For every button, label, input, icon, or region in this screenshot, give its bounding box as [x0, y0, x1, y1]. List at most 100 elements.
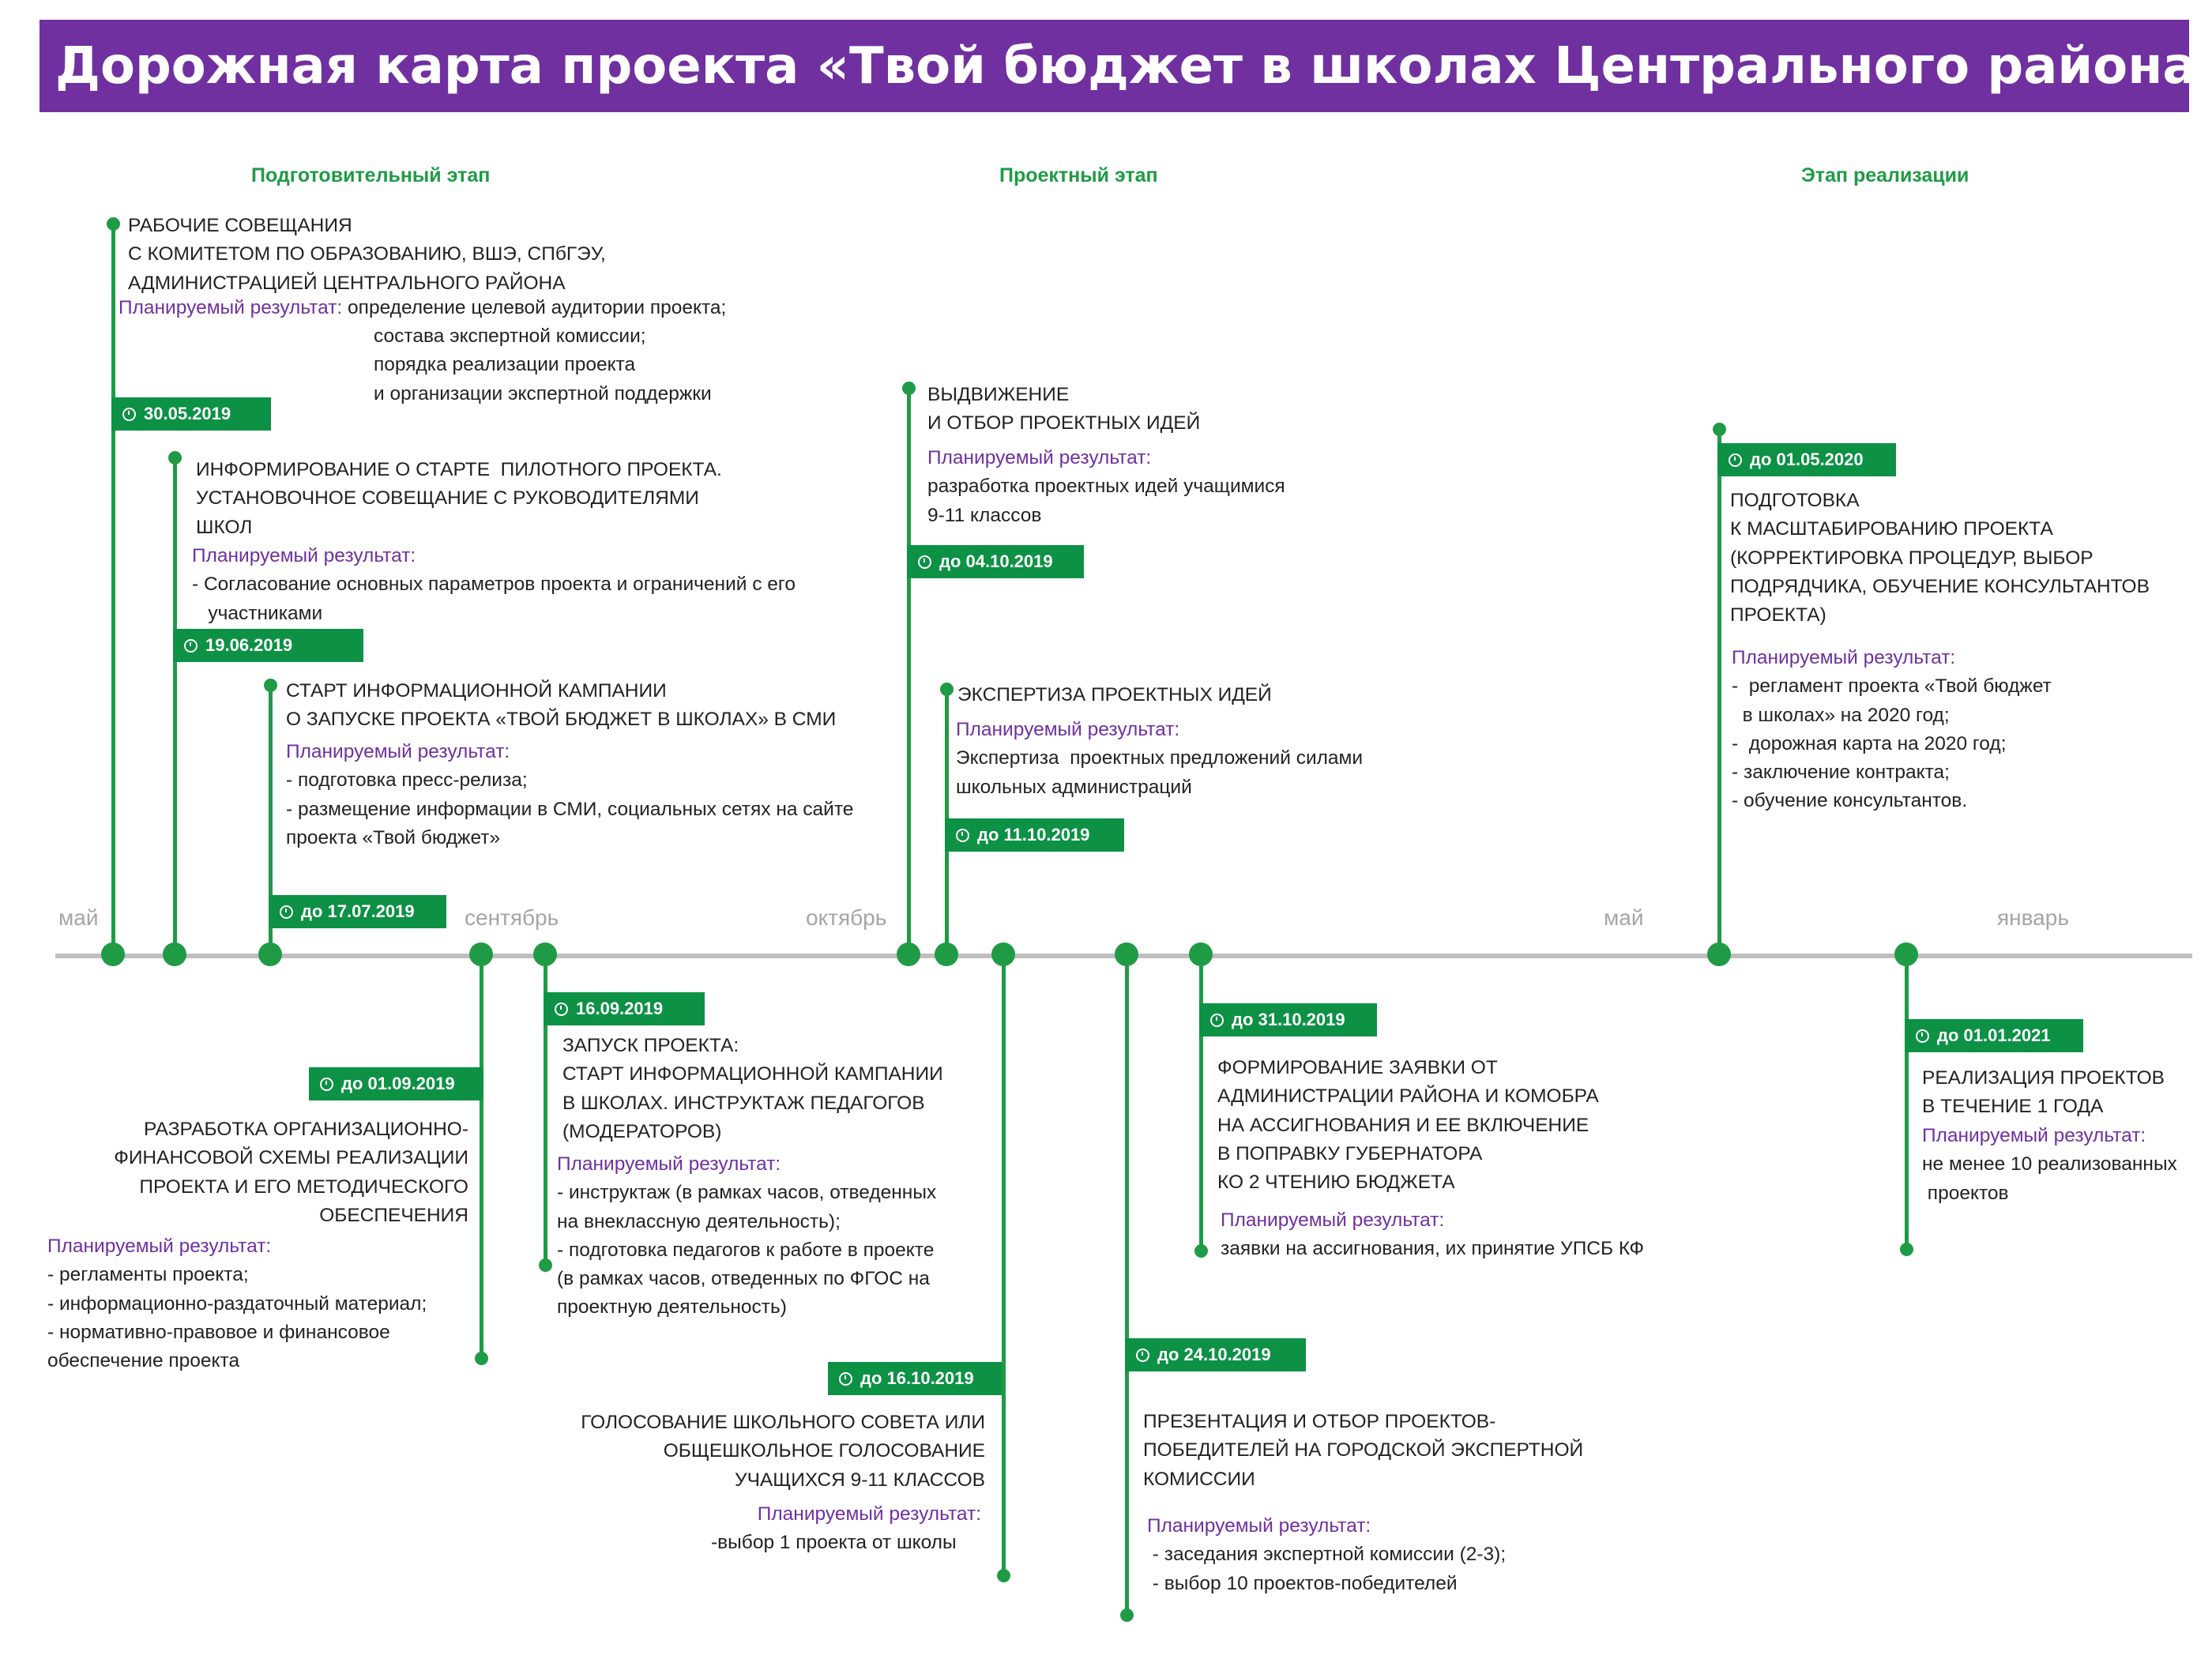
date-text: 19.06.2019: [205, 635, 293, 655]
date-text: 30.05.2019: [144, 404, 231, 423]
event-stem: [111, 224, 115, 951]
event-stem: [1905, 953, 1909, 1249]
milestone-dot: [533, 942, 557, 966]
event-stem: [269, 686, 273, 951]
date-badge: до 16.10.2019: [828, 1362, 1002, 1395]
event-result: Планируемый результат: - подготовка прес…: [286, 738, 853, 852]
clock-icon: [1136, 1348, 1149, 1362]
phase-label-preparatory: Подготовительный этап: [251, 164, 491, 186]
event-stem: [1199, 953, 1203, 1251]
event-result: Планируемый результат: - заседания экспе…: [1147, 1512, 1506, 1598]
date-badge: до 17.07.2019: [269, 895, 446, 928]
event-result: Планируемый результат: определение целев…: [118, 297, 727, 318]
milestone-dot: [897, 942, 920, 966]
clock-icon: [1210, 1013, 1224, 1027]
milestone-dot: [1189, 942, 1213, 966]
milestone-dot: [163, 942, 186, 966]
milestone-dot: [1707, 942, 1731, 966]
date-text: до 31.10.2019: [1232, 1010, 1345, 1029]
event-heading: ЗАПУСК ПРОЕКТА:СТАРТ ИНФОРМАЦИОННОЙ КАМП…: [562, 1035, 943, 1142]
page-title: Дорожная карта проекта «Твой бюджет в шк…: [55, 36, 2212, 96]
event-heading: РАЗРАБОТКА ОРГАНИЗАЦИОННО-ФИНАНСОВОЙ СХЕ…: [114, 1119, 468, 1226]
date-text: до 04.10.2019: [939, 551, 1053, 571]
date-badge: до 24.10.2019: [1125, 1338, 1306, 1371]
stem-end-dot: [997, 1569, 1010, 1582]
date-badge: до 31.10.2019: [1199, 1003, 1377, 1036]
month-label-september: сентябрь: [465, 905, 559, 930]
phase-label-implementation: Этап реализации: [1801, 164, 1969, 186]
event-result: Планируемый результат: - регламент проек…: [1732, 644, 2052, 816]
clock-icon: [1916, 1029, 1929, 1043]
event-result-list: -выбор 1 проекта от школы: [711, 1532, 957, 1553]
date-text: до 01.01.2021: [1937, 1025, 2051, 1045]
event-stem: [480, 953, 483, 1358]
clock-icon: [1729, 453, 1742, 467]
stem-end-dot: [1194, 1244, 1208, 1258]
clock-icon: [320, 1077, 333, 1091]
clock-icon: [184, 638, 198, 653]
event-stem: [907, 389, 911, 951]
date-badge: до 11.10.2019: [945, 818, 1124, 852]
event-result: Планируемый результат: не менее 10 реали…: [1922, 1122, 2177, 1208]
event-result-list: состава экспертной комиссии;порядка реал…: [374, 325, 712, 404]
result-label: Планируемый результат:: [286, 741, 510, 762]
result-label: Планируемый результат:: [1732, 647, 1956, 668]
title-banner: Дорожная карта проекта «Твой бюджет в шк…: [40, 20, 2212, 112]
milestone-dot: [1115, 942, 1138, 966]
stem-end-dot: [902, 382, 916, 395]
clock-icon: [918, 555, 931, 569]
clock-icon: [122, 407, 136, 421]
date-text: до 01.05.2020: [1750, 450, 1864, 469]
result-label: Планируемый результат:: [1147, 1515, 1371, 1537]
phase-label-project: Проектный этап: [999, 164, 1158, 186]
date-text: до 17.07.2019: [301, 901, 415, 921]
month-label-may-2019: май: [58, 905, 99, 930]
result-label: Планируемый результат:: [1221, 1209, 1445, 1231]
stem-end-dot: [1120, 1608, 1134, 1622]
event-stem: [173, 458, 177, 951]
event-result: Планируемый результат: разработка проект…: [927, 444, 1285, 530]
clock-icon: [956, 828, 969, 842]
result-label: Планируемый результат:: [1922, 1125, 2146, 1146]
milestone-dot: [101, 942, 125, 966]
result-label: Планируемый результат:: [757, 1503, 981, 1525]
date-text: до 01.09.2019: [341, 1074, 455, 1093]
date-badge: 19.06.2019: [173, 629, 363, 662]
date-badge: до 01.09.2019: [309, 1067, 483, 1100]
stem-end-dot: [168, 451, 182, 465]
date-badge: до 01.05.2020: [1717, 443, 1896, 476]
event-stem: [1002, 953, 1006, 1575]
date-badge: до 04.10.2019: [907, 545, 1084, 578]
event-result: Планируемый результат:: [632, 1500, 981, 1529]
event-result: Планируемый результат: - Согласование ос…: [192, 542, 796, 628]
result-label: Планируемый результат:: [557, 1153, 781, 1175]
stem-end-dot: [1713, 423, 1726, 436]
event-result: Планируемый результат: - регламенты прое…: [47, 1232, 427, 1375]
result-label: Планируемый результат:: [118, 297, 348, 318]
date-badge: 30.05.2019: [111, 397, 271, 431]
result-label: Планируемый результат:: [956, 719, 1180, 740]
event-stem: [1125, 953, 1129, 1615]
stem-end-dot: [940, 683, 954, 696]
milestone-dot: [991, 942, 1015, 966]
result-label: Планируемый результат:: [927, 447, 1152, 468]
date-badge: до 01.01.2021: [1905, 1019, 2083, 1052]
stem-end-dot: [539, 1258, 552, 1272]
month-label-january: январь: [1997, 905, 2069, 930]
date-text: 16.09.2019: [576, 999, 664, 1018]
milestone-dot: [1894, 942, 1918, 966]
stem-end-dot: [475, 1352, 488, 1365]
date-text: до 16.10.2019: [860, 1368, 974, 1388]
event-heading: ПРЕЗЕНТАЦИЯ И ОТБОР ПРОЕКТОВ-ПОБЕДИТЕЛЕЙ…: [1143, 1411, 1584, 1490]
stem-end-dot: [1900, 1243, 1913, 1256]
month-label-may-2020: май: [1604, 905, 1644, 930]
date-badge: 16.09.2019: [544, 992, 705, 1025]
event-result: Планируемый результат: Экспертиза проект…: [956, 716, 1363, 802]
date-text: до 24.10.2019: [1157, 1345, 1271, 1364]
stem-end-dot: [264, 679, 277, 692]
result-label: Планируемый результат:: [47, 1236, 272, 1257]
event-stem: [544, 953, 547, 1265]
